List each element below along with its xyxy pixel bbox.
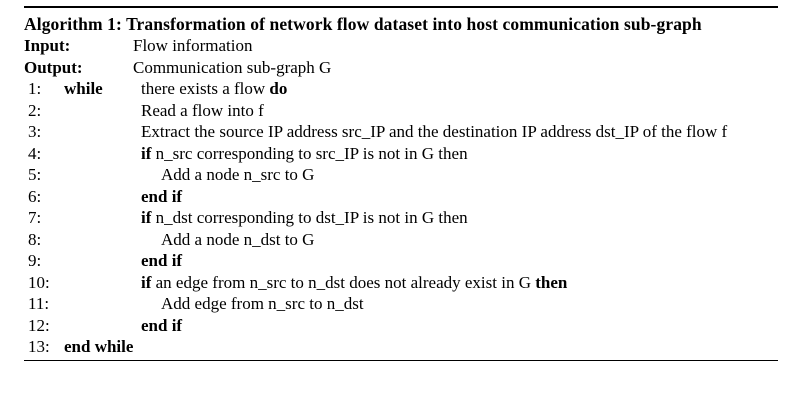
algorithm-top-rule: [24, 6, 778, 8]
algorithm-step-row: 6: end if: [24, 186, 778, 208]
step-body: Extract the source IP address src_IP and…: [141, 121, 778, 143]
io-value-output: Communication sub-graph G: [133, 57, 332, 77]
step-number: 13:: [28, 337, 50, 356]
step-body-text: Add edge from n_src to n_dst: [161, 294, 364, 313]
algorithm-steps-list: 1: while there exists a flow do 2: Read a fl…: [24, 78, 778, 358]
step-keyword: end while: [64, 337, 134, 356]
step-body: Add a node n_src to G: [141, 164, 778, 186]
step-number: 4:: [28, 143, 42, 163]
algorithm-bottom-rule: [24, 359, 778, 361]
step-body-text: n_dst corresponding to dst_IP is not in …: [151, 208, 468, 227]
step-body: if n_dst corresponding to dst_IP is not …: [141, 207, 778, 229]
step-body-keyword: if: [141, 272, 152, 292]
algorithm-step-row: 12: end if: [24, 315, 778, 337]
step-number: 6:: [28, 186, 42, 206]
algorithm-step-row: 3: Extract the source IP address src_IP a…: [24, 121, 778, 143]
step-body-text: there exists a flow: [141, 79, 270, 98]
step-body: Add edge from n_src to n_dst: [141, 293, 778, 315]
algorithm-block: Algorithm 1: Transformation of network f…: [24, 6, 778, 361]
step-body: end if: [141, 315, 778, 337]
algorithm-step-row: 7: if n_dst corresponding to dst_IP is no…: [24, 207, 778, 229]
step-body-keyword: if: [141, 143, 152, 163]
step-number: 10:: [28, 272, 50, 292]
step-body: if an edge from n_src to n_dst does not …: [141, 272, 778, 294]
step-number: 9:: [28, 251, 42, 270]
algorithm-step-row: 10: if an edge from n_src to n_dst does n…: [24, 272, 778, 294]
algorithm-io-row: Input: Flow information: [24, 35, 778, 57]
step-body: end if: [141, 250, 778, 272]
algorithm-io-list: Input: Flow information Output: Communic…: [24, 35, 778, 78]
step-body: end if: [141, 186, 778, 208]
io-label-input: Input:: [24, 36, 71, 55]
algorithm-step-row: 13: end while: [24, 336, 778, 358]
step-body-text: an edge from n_src to n_dst does not alr…: [151, 272, 536, 292]
step-number: 2:: [28, 100, 42, 120]
algorithm-step-row: 11: Add edge from n_src to n_dst: [24, 293, 778, 315]
step-body-keyword: end if: [141, 315, 183, 335]
step-number: 11:: [28, 294, 50, 313]
io-label-output: Output:: [24, 57, 83, 77]
step-body: Read a flow into f: [141, 100, 778, 122]
algorithm-step-row: 9: end if: [24, 250, 778, 272]
step-number: 1:: [28, 79, 42, 98]
step-body-keyword: do: [269, 79, 288, 98]
step-body-text: Extract the source IP address src_IP and…: [141, 122, 728, 141]
algorithm-step-row: 2: Read a flow into f: [24, 100, 778, 122]
step-body-text: Read a flow into f: [141, 100, 264, 120]
step-body: there exists a flow do: [141, 78, 778, 100]
algorithm-step-row: 4: if n_src corresponding to src_IP is no…: [24, 143, 778, 165]
step-body-keyword: then: [535, 272, 568, 292]
algorithm-title: Algorithm 1: Transformation of network f…: [24, 14, 702, 34]
step-body-keyword: end if: [141, 251, 183, 270]
step-body-keyword: if: [141, 208, 152, 227]
step-keyword: while: [64, 79, 103, 98]
algorithm-step-row: 1: while there exists a flow do: [24, 78, 778, 100]
algorithm-step-row: 8: Add a node n_dst to G: [24, 229, 778, 251]
step-number: 5:: [28, 165, 42, 184]
step-number: 3:: [28, 122, 42, 141]
io-value-input: Flow information: [133, 36, 253, 55]
step-body-text: Add a node n_dst to G: [161, 229, 315, 249]
step-number: 12:: [28, 315, 50, 335]
step-number: 8:: [28, 229, 42, 249]
step-body-text: Add a node n_src to G: [161, 165, 315, 184]
step-body-keyword: end if: [141, 186, 183, 206]
algorithm-io-row: Output: Communication sub-graph G: [24, 57, 778, 79]
step-body-text: n_src corresponding to src_IP is not in …: [151, 143, 468, 163]
step-body: if n_src corresponding to src_IP is not …: [141, 143, 778, 165]
algorithm-step-row: 5: Add a node n_src to G: [24, 164, 778, 186]
step-number: 7:: [28, 208, 42, 227]
step-body: Add a node n_dst to G: [141, 229, 778, 251]
